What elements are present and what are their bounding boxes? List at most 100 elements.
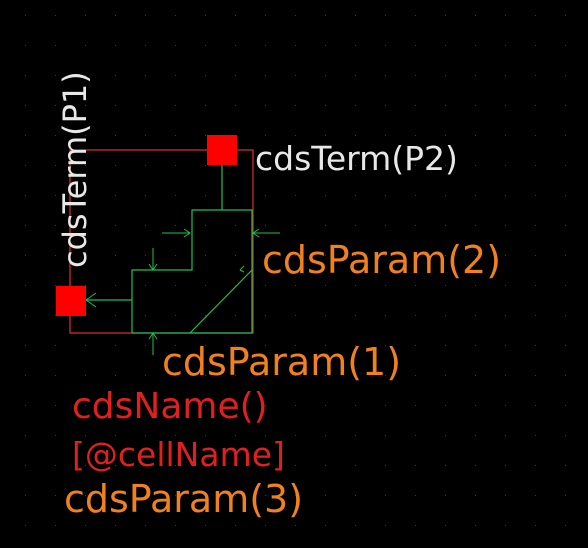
grid-dot [145,435,146,436]
grid-dot [535,495,536,496]
grid-dot [355,495,356,496]
grid-dot [565,15,566,16]
grid-dot [115,405,116,406]
grid-dot [355,195,356,196]
grid-dot [265,225,266,226]
grid-dot [115,45,116,46]
grid-dot [325,195,326,196]
grid-dot [205,375,206,376]
grid-dot [145,465,146,466]
grid-dot [235,375,236,376]
grid-dot [145,375,146,376]
grid-dot [355,75,356,76]
grid-dot [175,195,176,196]
grid-dot [325,75,326,76]
grid-dot [295,165,296,166]
grid-dot [535,45,536,46]
grid-dot [145,315,146,316]
grid-dot [565,435,566,436]
grid-dot [505,315,506,316]
pin-p2[interactable] [207,135,237,165]
grid-dot [565,405,566,406]
grid-dot [385,225,386,226]
grid-dot [145,345,146,346]
grid-dot [505,75,506,76]
grid-dot [535,465,536,466]
grid-dot [235,15,236,16]
grid-dot [325,45,326,46]
grid-dot [505,15,506,16]
grid-dot [115,495,116,496]
grid-dot [235,75,236,76]
grid-dot [415,345,416,346]
pin-p1[interactable] [56,286,86,316]
grid-dot [475,75,476,76]
device-outline [131,209,253,334]
grid-dot [325,495,326,496]
grid-dot [265,285,266,286]
grid-dot [475,315,476,316]
grid-dot [505,195,506,196]
grid-dot [535,105,536,106]
grid-dot [565,225,566,226]
grid-dot [265,435,266,436]
grid-dot [295,105,296,106]
grid-dot [205,465,206,466]
grid-dot [115,315,116,316]
grid-dot [565,75,566,76]
grid-dot [505,165,506,166]
grid-dot [115,165,116,166]
grid-dot [25,285,26,286]
grid-dot [415,285,416,286]
grid-dot [235,285,236,286]
grid-dot [85,405,86,406]
grid-dot [55,165,56,166]
grid-dot [355,135,356,136]
grid-dot [295,225,296,226]
grid-dot [235,315,236,316]
grid-dot [445,285,446,286]
grid-dot [205,105,206,106]
grid-dot [295,255,296,256]
grid-dot [115,525,116,526]
grid-dot [235,195,236,196]
grid-dot [115,15,116,16]
grid-dot [565,285,566,286]
grid-dot [25,465,26,466]
grid-dot [415,405,416,406]
grid-dot [535,345,536,346]
grid-dot [205,15,206,16]
grid-dot [25,195,26,196]
grid-dot [355,465,356,466]
grid-dot [115,435,116,436]
grid-dot [565,315,566,316]
grid-dot [295,315,296,316]
grid-dot [565,375,566,376]
grid-dot [175,75,176,76]
grid-dot [505,225,506,226]
grid-dot [265,195,266,196]
grid-dot [385,45,386,46]
grid-dot [445,15,446,16]
grid-dot [385,495,386,496]
device-body[interactable] [86,165,253,334]
grid-dot [205,525,206,526]
grid-dot [85,375,86,376]
grid-dot [385,75,386,76]
grid-dot [85,165,86,166]
grid-dot [25,375,26,376]
grid-dot [535,405,536,406]
cell-name-label: [@cellName] [72,435,285,474]
grid-dot [55,135,56,136]
grid-dot [475,255,476,256]
grid-dot [265,525,266,526]
grid-dot [25,405,26,406]
grid-dot [475,15,476,16]
grid-dot [295,495,296,496]
grid-dot [115,375,116,376]
term-label-p2: cdsTerm(P2) [255,139,458,178]
grid-dot [205,255,206,256]
grid-dot [25,15,26,16]
